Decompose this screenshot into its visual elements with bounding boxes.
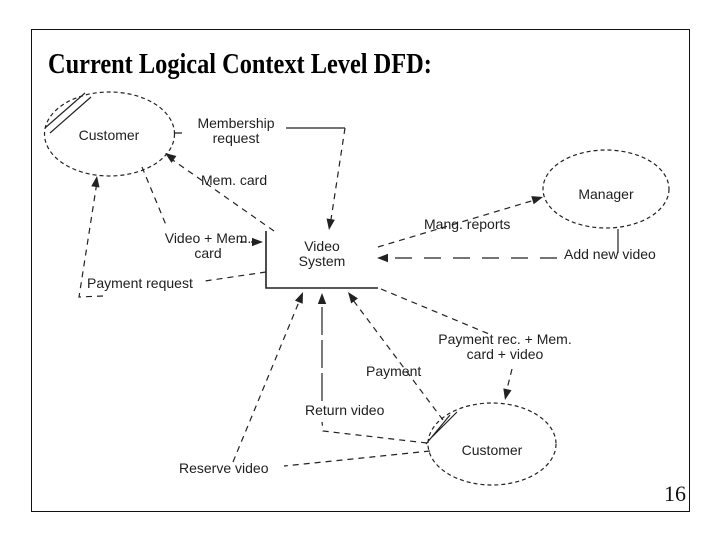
flow-payment-line bbox=[349, 295, 444, 421]
mem-card-label: Mem. card bbox=[201, 172, 268, 188]
arrowhead bbox=[377, 253, 388, 263]
flow-mang-reports-line bbox=[377, 198, 539, 248]
video-system-label: Video System bbox=[298, 238, 346, 269]
payment-rec-label: Payment rec. + Mem. card + video bbox=[438, 331, 572, 362]
arrowhead bbox=[165, 153, 177, 163]
reserve-video-label: Reserve video bbox=[179, 460, 269, 476]
arrowhead bbox=[326, 218, 335, 230]
return-video-label: Return video bbox=[305, 402, 385, 418]
customer-top-label: Customer bbox=[78, 127, 140, 143]
customer-bottom-duplicate-tick bbox=[425, 411, 458, 445]
flow-payment-rec-line bbox=[505, 368, 513, 394]
customer-bottom-ellipse bbox=[427, 402, 557, 486]
flow-payment-rec-line bbox=[380, 288, 490, 335]
arrowhead bbox=[348, 292, 358, 304]
flow-return-video-line bbox=[321, 421, 428, 444]
slide-title: Current Logical Context Level DFD: bbox=[48, 48, 432, 80]
payment-label: Payment bbox=[366, 363, 422, 379]
add-new-video-label: Add new video bbox=[564, 246, 656, 262]
arrowhead bbox=[252, 237, 263, 247]
manager-ellipse bbox=[542, 149, 670, 229]
arrowhead bbox=[317, 293, 327, 304]
page-number: 16 bbox=[664, 481, 686, 506]
manager-label: Manager bbox=[578, 186, 634, 202]
flow-reserve-video-line bbox=[232, 296, 302, 463]
payment-request-label: Payment request bbox=[87, 275, 193, 291]
flow-membership-request-line bbox=[329, 127, 346, 227]
flow-video-mem-card-line bbox=[141, 166, 167, 226]
flow-membership-request-line bbox=[174, 127, 345, 134]
customer-bottom-label: Customer bbox=[461, 442, 523, 458]
video-system-box bbox=[265, 231, 378, 289]
video-mem-card-label: Video + Mem. card bbox=[164, 230, 252, 261]
arrowhead bbox=[503, 388, 512, 400]
arrowhead bbox=[91, 176, 100, 188]
arrowhead bbox=[294, 292, 303, 304]
flow-reserve-video-line bbox=[283, 450, 431, 467]
arrowheads bbox=[91, 153, 543, 400]
customer-top-duplicate-tick bbox=[44, 92, 92, 134]
flow-mem-card-line bbox=[166, 155, 275, 232]
flow-payment-request-line bbox=[204, 271, 267, 282]
mang-reports-label: Mang. reports bbox=[424, 216, 511, 232]
slide-border bbox=[31, 29, 690, 512]
arrowhead bbox=[531, 196, 543, 205]
membership-request-label: Membership request bbox=[197, 115, 275, 146]
flow-payment-request-line bbox=[78, 181, 104, 298]
customer-top-ellipse bbox=[43, 91, 176, 177]
